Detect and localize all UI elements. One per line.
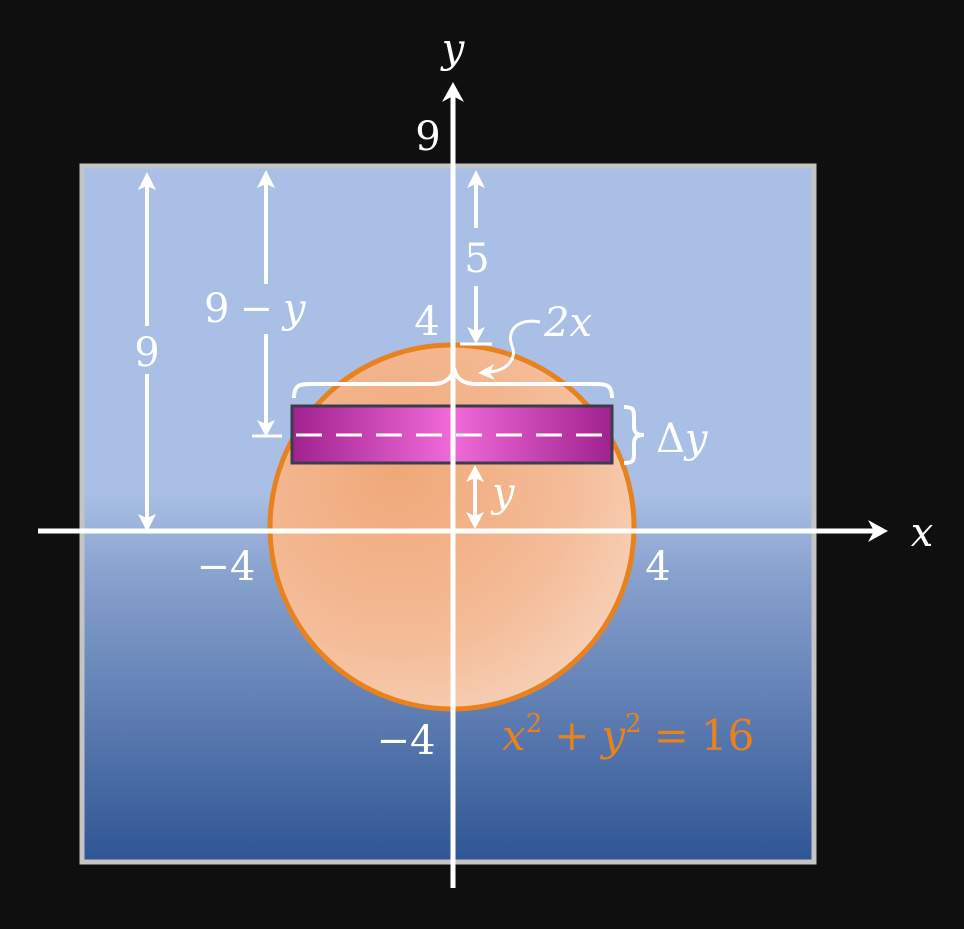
eq-y-exp: 2 [625, 709, 642, 739]
two-x-text: 2x [543, 300, 592, 346]
arrow-five-head-bottom [467, 327, 485, 344]
arrow-nine-minus-y-head-bottom [257, 420, 275, 437]
brace-two-x [292, 367, 614, 399]
two-x-label: 2x [543, 300, 592, 346]
y-small-label: y [490, 470, 516, 516]
y-axis-arrowhead [442, 82, 464, 102]
nine-minus-y-label: 9−y [204, 286, 307, 332]
arrow-five-head-top [467, 170, 485, 188]
x-axis-arrowhead [868, 520, 888, 542]
arrow-nine-left-head-top [138, 172, 156, 190]
neg4-bottom-label: −4 [377, 718, 436, 764]
eq-x-exp: 2 [526, 709, 543, 739]
eq-x: x [502, 711, 526, 760]
nine-minus-y-nine: 9 [204, 286, 229, 332]
pointer-two-x [487, 319, 541, 374]
nine-minus-y-var: y [281, 286, 307, 332]
neg4-left-label: −4 [197, 544, 256, 590]
four-top-label: 4 [414, 299, 439, 345]
pointer-two-x-head [478, 364, 495, 380]
eq-rhs: 16 [701, 711, 754, 760]
arrow-nine-minus-y-head-top [257, 170, 275, 188]
circle-equation: x2+y2=16 [502, 709, 754, 760]
eq-y: y [599, 711, 626, 760]
nine-left-label: 9 [134, 330, 159, 376]
nine-left-label-bg [126, 326, 168, 374]
eq-equals: = [654, 711, 689, 760]
arrow-nine-left-head-bottom [138, 514, 156, 532]
delta-y-label: Δy [656, 416, 709, 462]
x-axis-label: x [911, 510, 934, 556]
brace-delta-y [623, 405, 645, 465]
pos4-right-label: 4 [645, 544, 670, 590]
arrow-y-small-head-top [466, 465, 484, 482]
y-axis-top-tick-label: 9 [415, 114, 440, 160]
delta-symbol: Δ [656, 416, 685, 462]
y-axis-label: y [440, 26, 466, 72]
five-label: 5 [464, 236, 489, 282]
eq-plus: + [554, 711, 589, 760]
nine-minus-y-minus: − [239, 286, 273, 332]
arrow-y-small-head-bottom [466, 512, 484, 529]
delta-y-var: y [683, 416, 709, 462]
